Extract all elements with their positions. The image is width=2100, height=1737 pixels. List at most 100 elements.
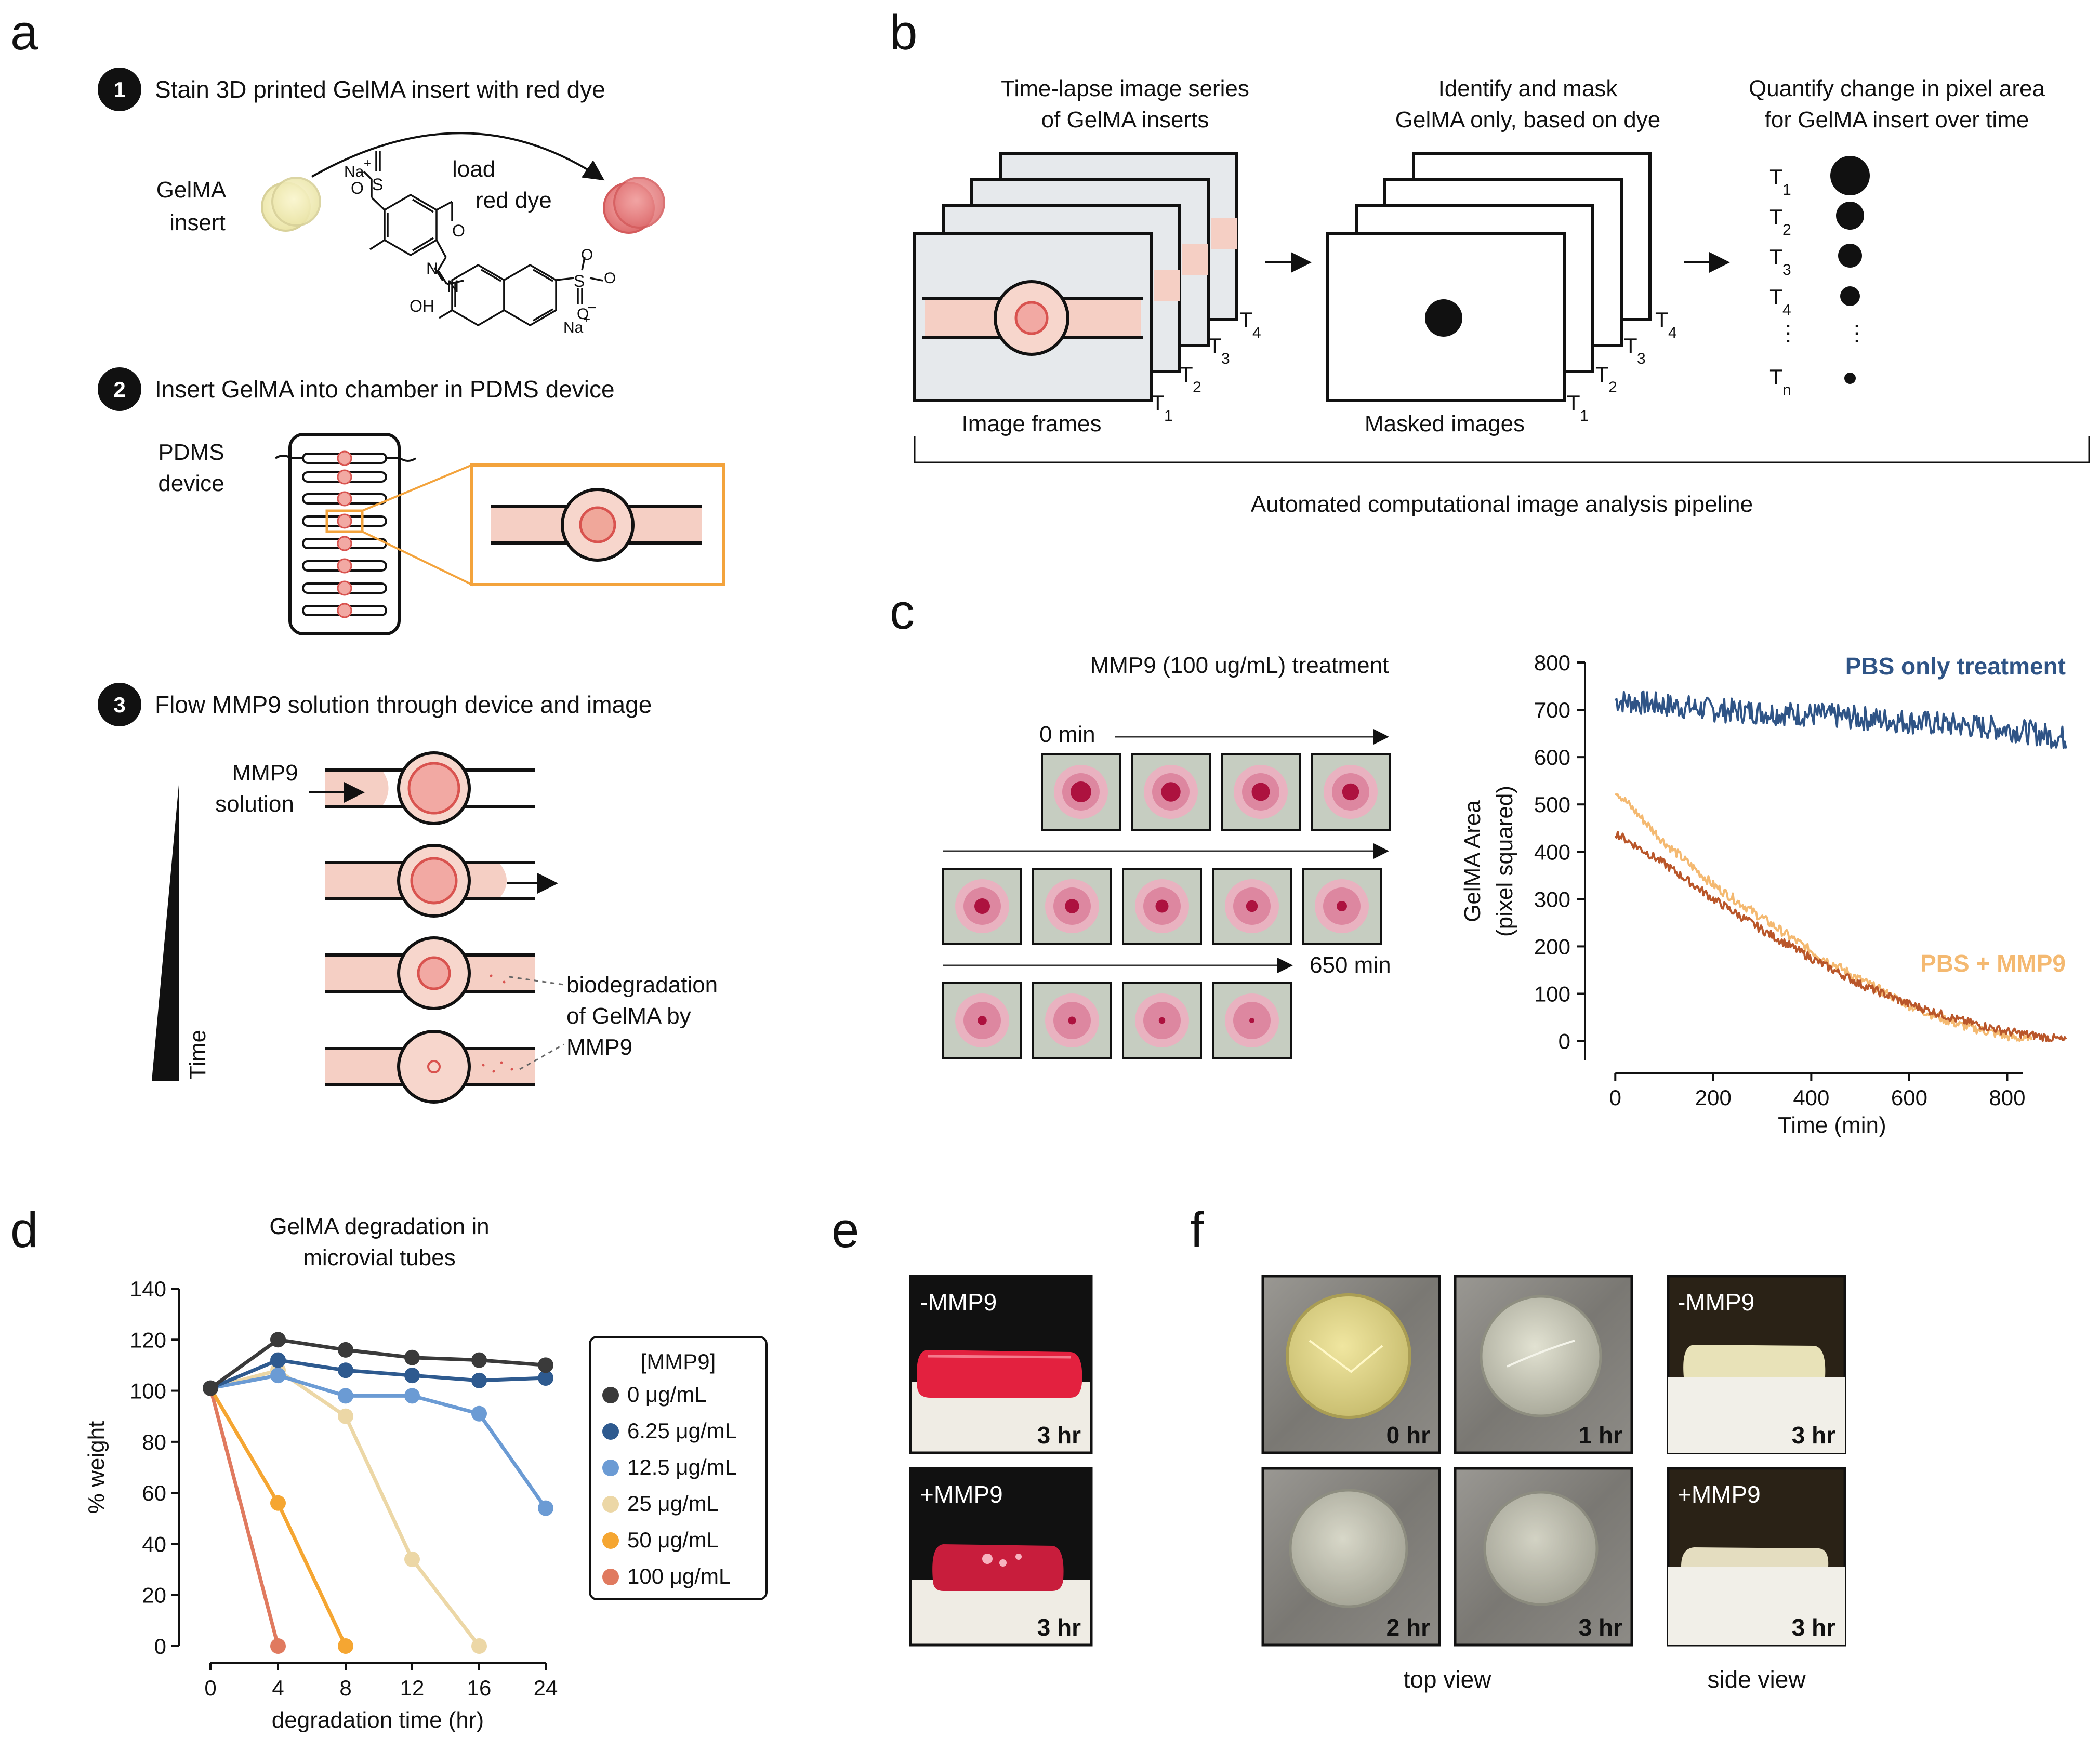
gelma-insert-red-icon	[603, 177, 665, 234]
svg-text:S: S	[574, 272, 585, 290]
svg-text:4: 4	[1668, 324, 1677, 341]
timelapse-frame	[942, 982, 1022, 1059]
c-start-label: 0 min	[1039, 722, 1095, 747]
step1-text: Stain 3D printed GelMA insert with red d…	[155, 76, 605, 103]
d-data-point	[404, 1349, 420, 1365]
timelapse-frame	[1212, 868, 1292, 945]
b-col1-title-1: Time-lapse image series	[1001, 76, 1249, 101]
biodegradation-label-1: biodegradation	[566, 972, 718, 998]
svg-text:2: 2	[1782, 221, 1791, 238]
b-col3-title-1: Quantify change in pixel area	[1749, 76, 2045, 101]
svg-text:1: 1	[1164, 407, 1173, 425]
svg-text:N: N	[426, 259, 438, 278]
c-series-line	[1614, 690, 2067, 749]
gelma-insert-label-1: GelMA	[156, 177, 227, 203]
d-series-line	[210, 1373, 547, 1509]
b-stack1-t-labels: T1 T2 T3 T4	[1151, 308, 1261, 425]
f-time-3hr: 3 hr	[1579, 1614, 1622, 1641]
c-y-axis-label-2: (pixel squared)	[1492, 786, 1517, 937]
svg-text:3: 3	[1782, 261, 1791, 279]
svg-text:O: O	[604, 270, 616, 287]
f-top-3hr: 3 hr	[1454, 1467, 1633, 1647]
panel-b: Time-lapse image series of GelMA inserts…	[913, 76, 2090, 517]
c-y-tick-label: 700	[1534, 698, 1570, 722]
d-series-line	[209, 1337, 546, 1390]
c-x-tick-label: 200	[1695, 1085, 1732, 1110]
f-side-minus-label: -MMP9	[1678, 1289, 1754, 1316]
device-chamber	[337, 469, 352, 485]
panel-c-timelapse: MMP9 (100 ug/mL) treatment 0 min 650 min	[942, 653, 1391, 1059]
biodegradation-leader-2	[519, 1043, 564, 1070]
svg-text:1: 1	[1782, 181, 1791, 198]
svg-text:T: T	[1567, 391, 1580, 415]
d-y-tick-label: 0	[154, 1634, 166, 1659]
svg-text:T: T	[1151, 391, 1165, 415]
b-col3-title-2: for GelMA insert over time	[1765, 107, 2029, 132]
d-data-point	[538, 1357, 553, 1373]
step2-number: 2	[113, 377, 125, 402]
svg-text:T: T	[1595, 362, 1609, 387]
timelapse-frame	[1041, 753, 1121, 831]
d-data-point	[471, 1638, 487, 1654]
c-y-tick-label: 800	[1534, 651, 1570, 675]
b-col2-title-2: GelMA only, based on dye	[1395, 107, 1660, 132]
d-data-point	[338, 1342, 353, 1358]
step1-number: 1	[113, 77, 125, 102]
f-top-0hr: 0 hr	[1261, 1275, 1441, 1454]
d-series-line	[208, 1387, 348, 1647]
svg-text:O: O	[452, 221, 465, 240]
d-x-tick-label: 0	[204, 1676, 216, 1700]
d-x-axis-label: degradation time (hr)	[272, 1707, 484, 1733]
d-data-point	[338, 1408, 353, 1424]
panel-label-f: f	[1190, 1202, 1204, 1258]
svg-text:S: S	[372, 175, 383, 194]
mmp9-solution-label-2: solution	[215, 791, 294, 817]
d-x-tick-label: 12	[400, 1676, 425, 1700]
svg-text:+: +	[364, 156, 371, 170]
e-time2: 3 hr	[1037, 1614, 1081, 1641]
svg-text:4: 4	[1252, 324, 1261, 341]
d-data-point	[270, 1495, 286, 1511]
b-stack2-t-labels: T1 T2 T3 T4	[1567, 308, 1677, 425]
step3-badge	[98, 683, 141, 726]
biodegradation-label-2: of GelMA by	[566, 1003, 691, 1029]
device-chamber	[337, 580, 352, 596]
timelapse-frame	[1032, 982, 1112, 1059]
c-legend-pbs-mmp9: PBS + MMP9	[1920, 950, 2066, 977]
svg-text:OH: OH	[410, 297, 434, 315]
d-data-point	[404, 1388, 420, 1404]
d-data-point	[538, 1370, 553, 1386]
d-legend-marker	[602, 1532, 619, 1549]
c-y-axis-label-1: GelMA Area	[1460, 800, 1485, 922]
f-time-0hr: 0 hr	[1386, 1422, 1430, 1449]
pdms-label-2: device	[158, 471, 224, 496]
svg-text:T: T	[1769, 165, 1783, 189]
image-frame-stack	[913, 152, 1238, 402]
timelapse-frame	[1311, 753, 1391, 831]
d-data-point	[404, 1551, 420, 1567]
c-x-tick-label: 0	[1609, 1085, 1621, 1110]
d-legend-marker	[602, 1387, 619, 1403]
area-quantification: T1 T2 T3 T4 ⋮ Tn ⋮	[1769, 156, 1870, 399]
svg-text:T: T	[1769, 285, 1783, 309]
d-data-point	[404, 1368, 420, 1384]
biodegradation-label-3: MMP9	[566, 1035, 632, 1060]
gelma-insert-yellow-icon	[261, 177, 321, 232]
c-y-tick-label: 300	[1534, 887, 1570, 911]
svg-text:O: O	[577, 306, 589, 323]
d-data-point	[338, 1638, 353, 1654]
d-data-point	[270, 1638, 286, 1654]
c-legend-pbs-only: PBS only treatment	[1845, 653, 2066, 680]
pdms-device-icon	[274, 433, 417, 635]
d-x-tick-label: 16	[467, 1676, 492, 1700]
d-y-tick-label: 140	[130, 1277, 166, 1301]
step3-text: Flow MMP9 solution through device and im…	[155, 691, 652, 718]
d-y-tick-label: 80	[142, 1430, 166, 1454]
image-frames-label: Image frames	[962, 411, 1102, 436]
e-time1: 3 hr	[1037, 1422, 1081, 1449]
flow-stage-3	[325, 936, 535, 1010]
flow-stage-2	[325, 844, 558, 918]
